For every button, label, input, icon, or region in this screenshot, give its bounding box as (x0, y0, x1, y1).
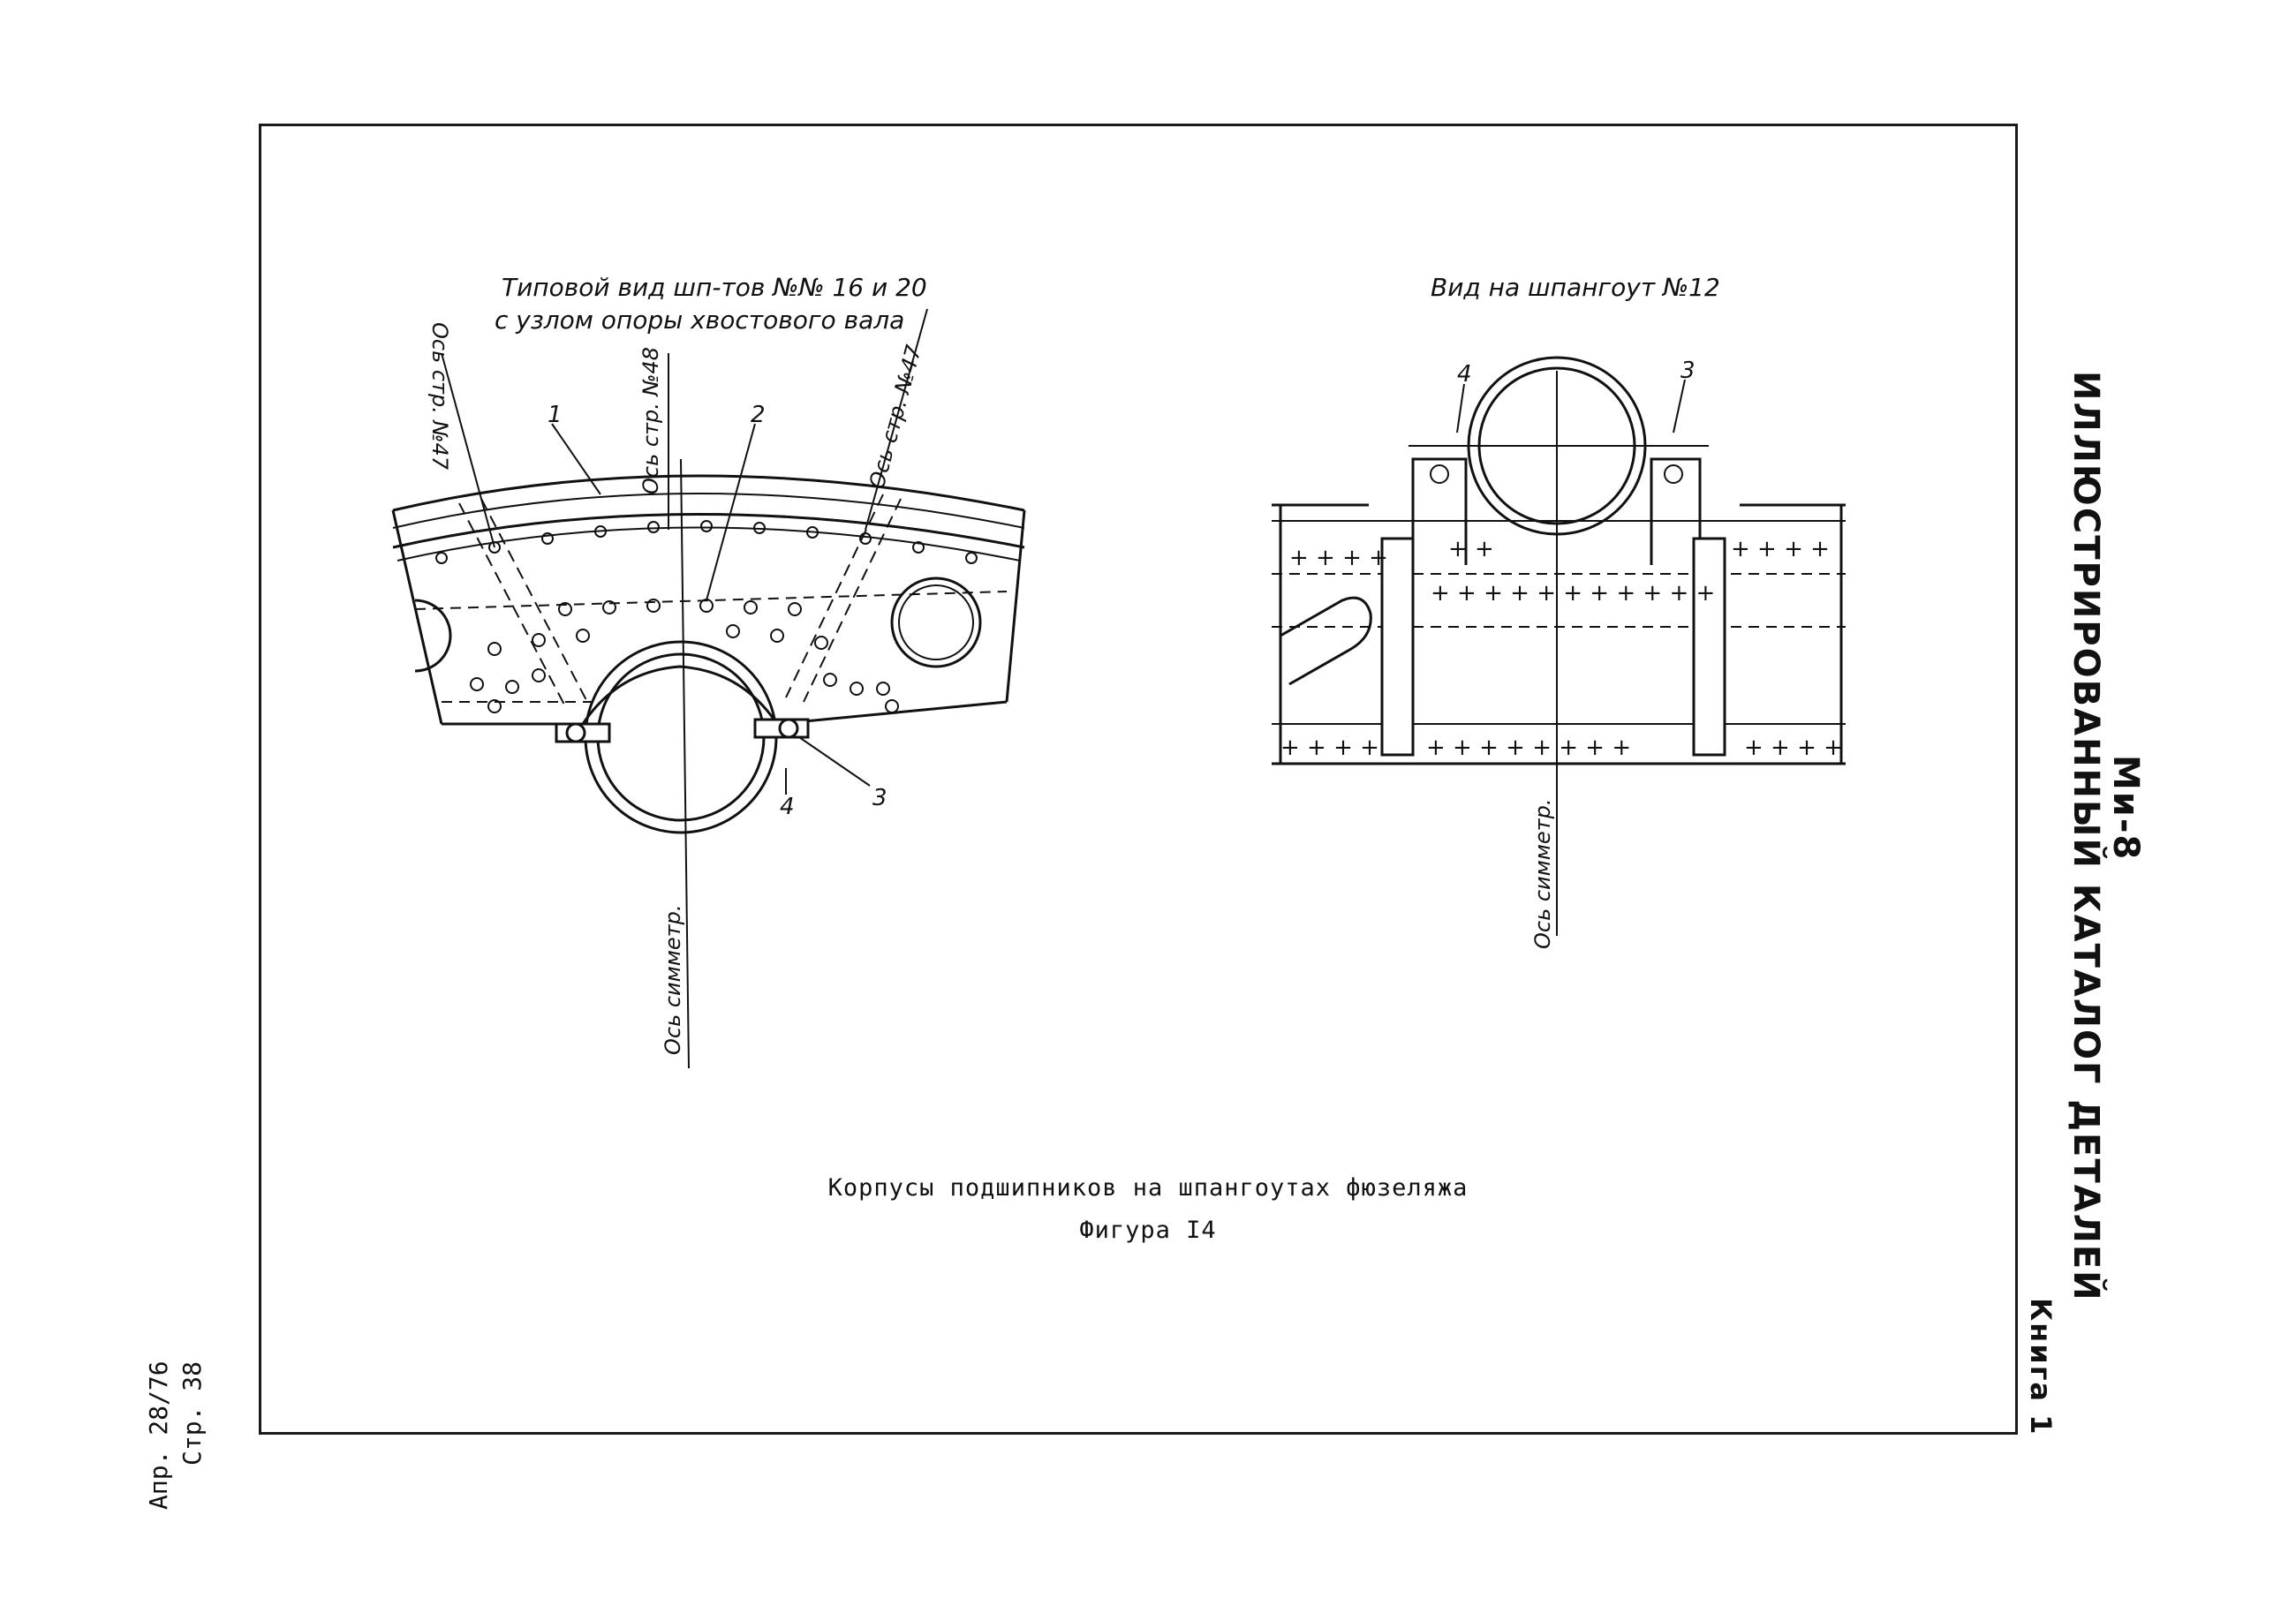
drawing-frame (259, 124, 2018, 1435)
axis-line-47-right (865, 308, 928, 531)
axis-label-47-left: Ось стр. №47 (427, 322, 452, 471)
left-view-rivets (435, 520, 978, 713)
right-lightening-hole (890, 577, 982, 668)
axis-label-48: Ось стр. №48 (638, 347, 663, 494)
rivet-field (470, 599, 899, 713)
revision-date: Апр. 28/76 (144, 1360, 173, 1510)
book-label: Книга 1 (2024, 1298, 2058, 1436)
right-view (1272, 356, 1846, 936)
callout-4-left: 4 (780, 794, 795, 820)
left-view (391, 308, 1026, 1069)
bearing-ring-outer (584, 640, 778, 834)
figure-caption-line1: Корпусы подшипников на шпангоутах фюзеля… (827, 1174, 1469, 1202)
svg-text:+ + + +: + + + + (1744, 735, 1843, 761)
frame-outer-edge (392, 474, 1025, 512)
plus-marks: + + + + + + + + + + + + + + + + + + + + … (1280, 536, 1843, 761)
left-lightening-hole (414, 599, 452, 673)
clamp-body (1411, 457, 1702, 565)
svg-text:+ + + + + + + +: + + + + + + + + (1426, 735, 1631, 761)
right-view-title: Вид на шпангоут №12 (1431, 273, 1720, 302)
page-number: Стр. 38 (177, 1360, 207, 1466)
frame-outer-edge-inner (392, 493, 1025, 529)
left-view-title-line2: с узлом опоры хвостового вала (495, 305, 904, 335)
axis-line-47-left (441, 352, 495, 548)
lightening-slot (1280, 596, 1372, 686)
callout-1: 1 (548, 402, 563, 428)
dashed-line-1 (414, 591, 1008, 610)
catalog-title: ИЛЛЮСТРИРОВАННЫЙ КАТАЛОГ ДЕТАЛЕЙ (2066, 371, 2106, 1302)
svg-text:+ + + + + + + + + + +: + + + + + + + + + + + (1431, 580, 1715, 607)
frame-right-end (1005, 509, 1026, 703)
symmetry-axis-left (680, 458, 690, 1069)
frame-left-end (391, 509, 443, 725)
callout-3-left: 3 (872, 785, 887, 811)
rivet-row-top (435, 520, 978, 564)
left-view-title-line1: Типовой вид шп-тов №№ 16 и 20 (502, 273, 927, 302)
axis-label-symmetry-right: Ось симметр. (1530, 799, 1555, 949)
strap-right (1692, 537, 1726, 757)
callout-4-right: 4 (1457, 361, 1472, 388)
model-title: Ми-8 (2105, 755, 2146, 862)
svg-text:+ + + +: + + + + (1280, 735, 1379, 761)
strap-left (1380, 537, 1415, 757)
svg-text:+ + + +: + + + + (1289, 545, 1388, 571)
figure-caption-line2: Фигура I4 (1079, 1217, 1217, 1244)
frame-lower-edge (442, 665, 1008, 726)
svg-text:+ +: + + (1448, 536, 1494, 562)
callout-2: 2 (751, 402, 766, 428)
bearing-ring-inner (596, 652, 766, 822)
callout-3-right: 3 (1680, 358, 1696, 384)
axis-label-47-right: Ось стр. №47 (865, 342, 926, 491)
axis-label-symmetry-left: Ось симметр. (661, 905, 685, 1055)
frame-cap-line (392, 513, 1025, 549)
right-view-fasteners: + + + + + + + + + + + + + + + + + + + + … (1280, 464, 1843, 761)
svg-text:+ + + +: + + + + (1731, 536, 1830, 562)
